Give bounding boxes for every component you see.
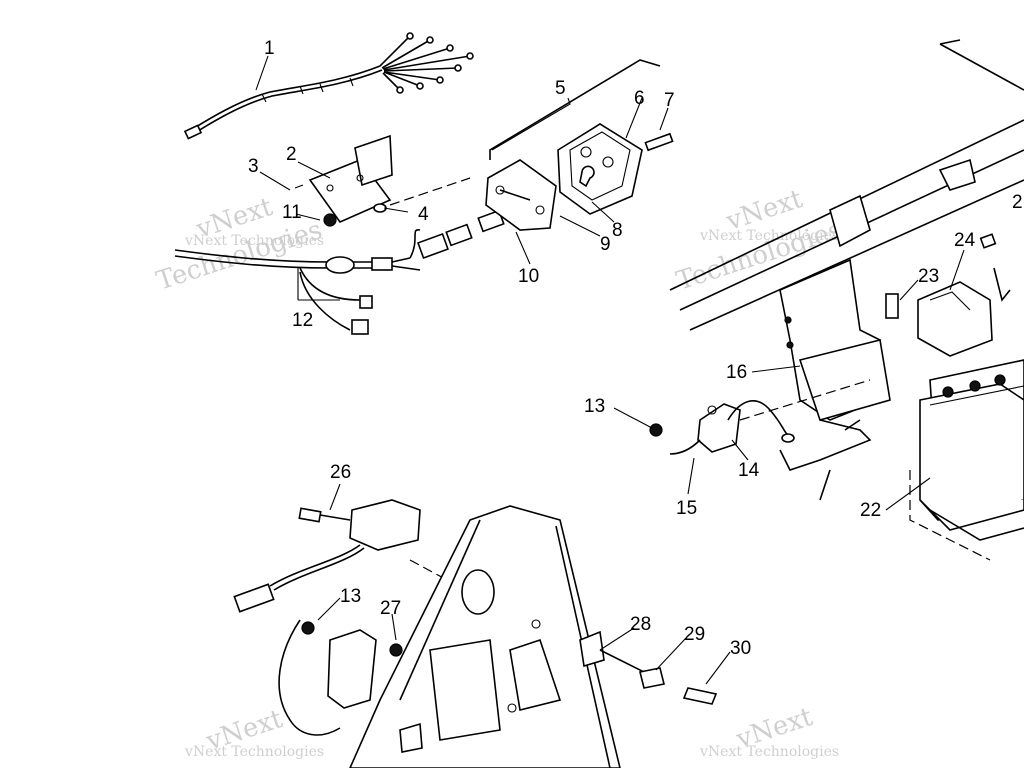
callout-12: 12 [292, 310, 313, 331]
watermark-3: vNext Technologies [184, 233, 324, 249]
callout-9: 9 [600, 234, 611, 255]
callout-16: 16 [726, 362, 747, 383]
callout-22: 22 [860, 500, 881, 521]
watermark-10: vNext Technologies [699, 744, 839, 760]
callout-27: 27 [380, 598, 401, 619]
callout-13: 13 [584, 396, 605, 417]
callout-26: 26 [330, 462, 351, 483]
wire-harness [183, 32, 474, 140]
leader-lines [255, 55, 965, 685]
callout-labels: 1 2 3 11 4 5 6 7 8 9 10 12 24 23 2 16 13… [248, 38, 1023, 659]
callout-4: 4 [418, 204, 429, 225]
regulator [649, 379, 871, 455]
mounting-plate [294, 134, 471, 227]
battery [909, 359, 1024, 561]
callout-1: 1 [264, 38, 275, 59]
ignition-module [233, 499, 541, 736]
callout-28: 28 [630, 614, 651, 635]
callout-30: 30 [730, 638, 751, 659]
tail-light-assembly [485, 59, 674, 231]
callout-8: 8 [612, 220, 623, 241]
callout-7: 7 [664, 90, 675, 111]
watermark-8: vNext Technologies [184, 744, 324, 760]
console-panel [349, 505, 718, 768]
callout-14: 14 [738, 460, 760, 481]
callout-13b: 13 [340, 586, 361, 607]
callout-11: 11 [282, 202, 302, 223]
callout-29: 29 [684, 624, 705, 645]
callout-15: 15 [676, 498, 697, 519]
tail-light-harness [174, 209, 505, 335]
callout-2: 2 [286, 144, 297, 165]
battery-cover [885, 233, 1011, 357]
callout-24: 24 [954, 230, 976, 251]
callout-5: 5 [555, 78, 566, 99]
callout-10: 10 [518, 266, 539, 287]
frame-assembly [669, 39, 1024, 501]
callout-23: 23 [918, 266, 939, 287]
callout-2b: 2 [1012, 192, 1023, 213]
callout-3: 3 [248, 156, 259, 177]
callout-6: 6 [634, 88, 645, 109]
watermark-6: vNext Technologies [699, 228, 839, 244]
